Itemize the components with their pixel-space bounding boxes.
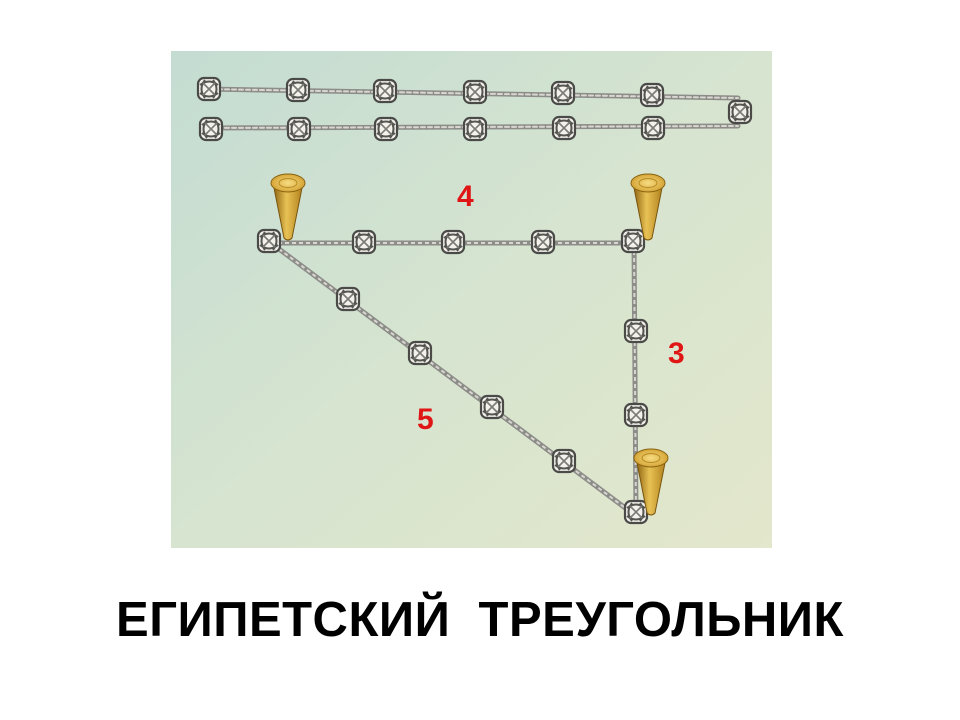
knot-icon xyxy=(286,116,312,142)
knot-icon xyxy=(462,79,488,105)
knot-icon xyxy=(551,115,577,141)
knot-icon xyxy=(551,448,577,474)
knot-icon xyxy=(620,228,646,254)
knot-icon xyxy=(372,78,398,104)
illustration-canvas: 4 3 5 xyxy=(171,51,772,548)
knot-icon xyxy=(727,99,753,125)
rope-triangle-illustration: 4 3 5 xyxy=(171,51,772,548)
knot-icon xyxy=(407,340,433,366)
knot-icon xyxy=(285,77,311,103)
knot-icon xyxy=(373,116,399,142)
knot-icon xyxy=(462,116,488,142)
knot-icon xyxy=(440,229,466,255)
slide-title: ЕГИПЕТСКИЙ ТРЕУГОЛЬНИК xyxy=(116,593,844,647)
knot-icon xyxy=(196,76,222,102)
knot-icon xyxy=(623,318,649,344)
side-label-top: 4 xyxy=(457,180,474,213)
knot-icon xyxy=(198,116,224,142)
knot-icon xyxy=(623,499,649,525)
side-label-right: 3 xyxy=(668,337,685,370)
knot-icon xyxy=(479,394,505,420)
knot-icon xyxy=(639,82,665,108)
knot-icon xyxy=(640,115,666,141)
straight-rope xyxy=(196,76,753,142)
side-label-hypotenuse: 5 xyxy=(417,403,434,436)
knot-icon xyxy=(550,80,576,106)
knot-icon xyxy=(530,229,556,255)
knot-icon xyxy=(623,402,649,428)
knot-icon xyxy=(351,229,377,255)
triangle-rope xyxy=(256,228,649,525)
knot-icon xyxy=(256,228,282,254)
knot-icon xyxy=(335,286,361,312)
